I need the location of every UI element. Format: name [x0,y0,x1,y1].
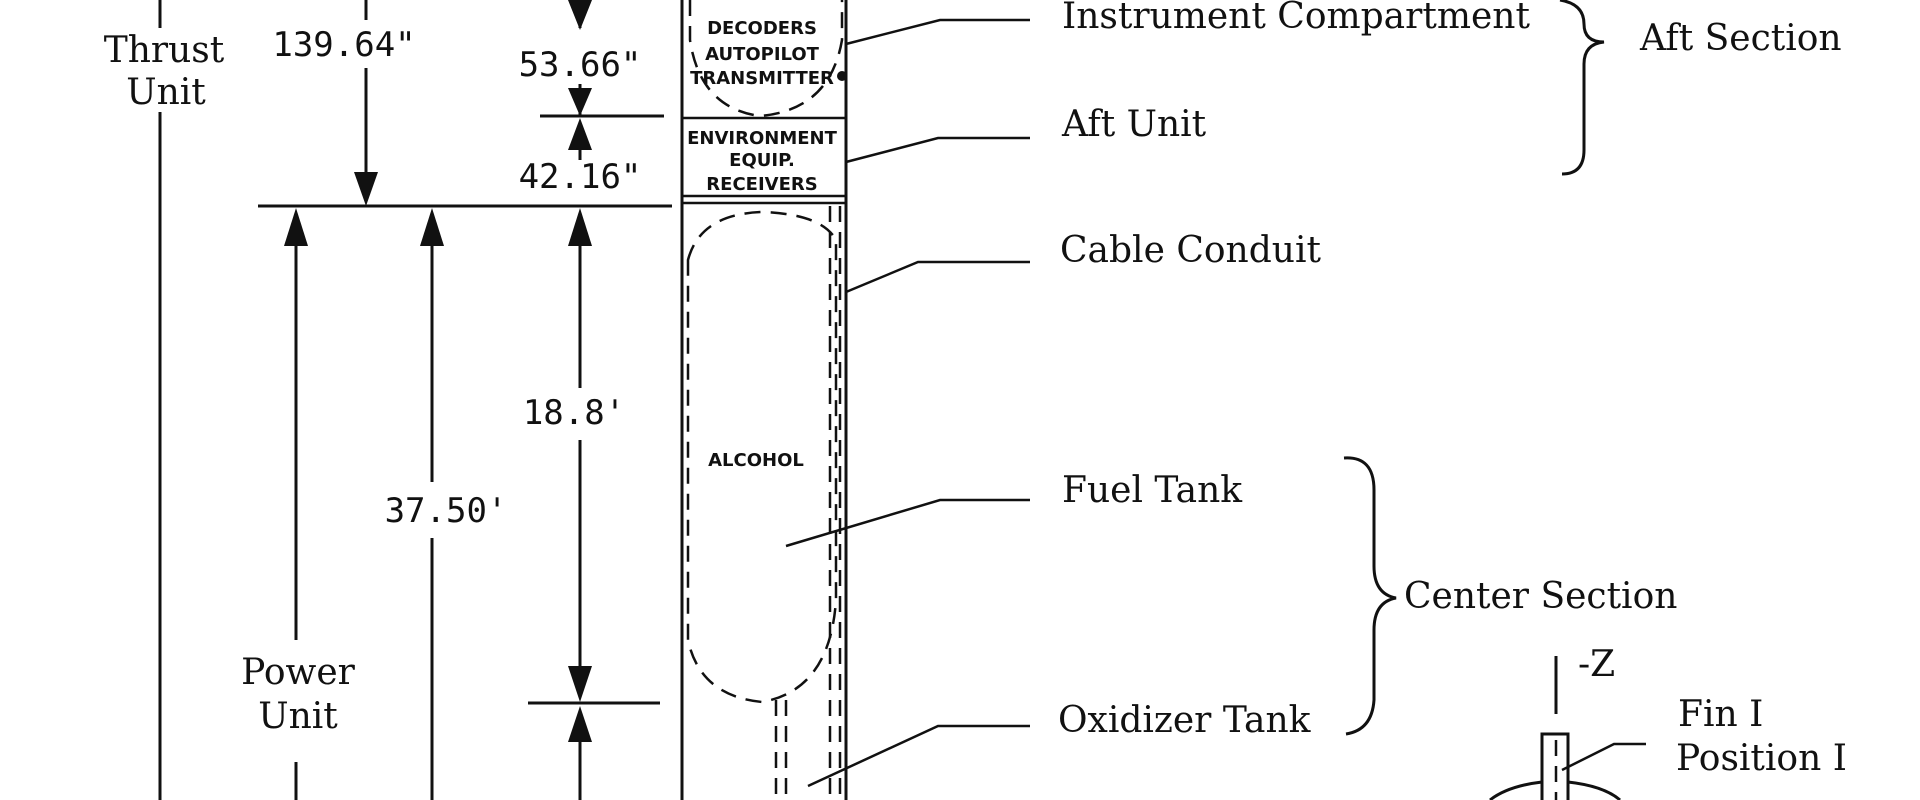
dim-53-arrowhead-bottom [568,88,592,116]
fin-body-arc-right [1567,780,1621,800]
dim-18-label: 18.8' [523,393,625,433]
cable-conduit-leader [845,260,1030,294]
fin-body-arc [1489,780,1543,800]
aft-section-brace [1559,0,1605,176]
aft-section-label: Aft Section [1639,18,1842,59]
transmitter-dot [837,71,847,81]
dim-37-arrowhead-top [420,208,444,246]
dim-139-label: 139.64" [272,25,415,65]
oxidizer-tank-leader [807,724,1030,788]
aft-unit-label: Aft Unit [1061,104,1207,145]
fin-1-leader [1561,742,1646,772]
decoders-text: DECODERS [707,18,817,39]
fin-1-label: Fin I [1678,694,1763,735]
power-unit-label-1: Power [241,652,356,693]
fuel-tank-dashed-outline [686,210,838,704]
position-1-label: Position I [1676,738,1847,779]
power-unit-arrowhead-top [284,208,308,246]
instrument-compartment-label: Instrument Compartment [1062,0,1530,37]
cable-conduit-label: Cable Conduit [1060,230,1321,271]
dim-37-label: 37.50' [385,491,508,531]
power-unit-label-2: Unit [258,696,338,737]
aft-unit-leader [845,136,1030,164]
instrument-compartment-dashed-outline [688,0,844,118]
environment-text: ENVIRONMENT [687,128,837,149]
dim-42-arrowhead-top [568,118,592,150]
instrument-compartment-leader [845,18,1030,46]
minus-z-label: -Z [1578,644,1615,685]
fuel-tank-leader [785,498,1030,548]
autopilot-text: AUTOPILOT [705,44,820,65]
dim-18-arrowhead-bottom [568,666,592,702]
dim-18-arrowhead-top [568,208,592,246]
dim-53-arrowhead-top [568,0,592,30]
dim-53-label: 53.66" [519,45,642,85]
lower-arrowhead [568,706,592,742]
transmitter-text: TRANSMITTER [690,68,834,89]
dim-139-arrowhead [354,172,378,206]
center-section-brace [1343,456,1397,736]
equip-text: EQUIP. [729,150,795,171]
center-section-label: Center Section [1404,576,1677,617]
receivers-text: RECEIVERS [706,174,817,195]
fin-1-shape [1540,732,1570,800]
dim-42-label: 42.16" [519,157,642,197]
thrust-unit-label-2: Unit [126,72,206,113]
alcohol-text: ALCOHOL [708,450,804,471]
thrust-unit-label-1: Thrust [104,30,225,71]
oxidizer-tank-label: Oxidizer Tank [1058,700,1312,741]
fuel-tank-label: Fuel Tank [1062,470,1243,511]
